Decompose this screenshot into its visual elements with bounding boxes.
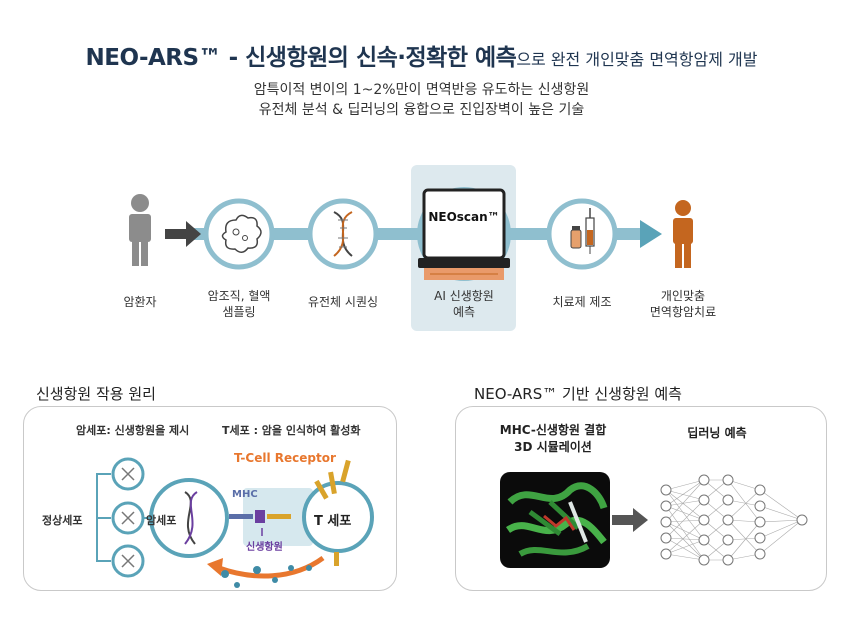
step-label-manufacturing: 치료제 제조	[552, 295, 612, 309]
t-cell-receptors	[314, 459, 351, 566]
simulation-label: MHC-신생항원 결합 3D 시뮬레이션	[499, 423, 607, 454]
step-label-ai: AI 신생항원 예측	[434, 289, 494, 319]
protein-structure-image	[500, 472, 610, 568]
mhc-label: MHC	[232, 489, 258, 500]
tissue-icon	[203, 198, 275, 270]
nn-nodes	[660, 474, 808, 566]
page-title: NEO-ARS™ - 신생항원의 신속·정확한 예측으로 완전 개인맞춤 면역항…	[0, 38, 843, 72]
neoscan-screen-text: NEOscan™	[428, 210, 500, 224]
step-label-sequencing: 유전체 시퀀싱	[307, 295, 379, 309]
caption-tcell-activates: T세포 : 암을 인식하여 활성화	[222, 424, 361, 437]
subtitle-line-1: 암특이적 변이의 1~2%만이 면역반응 유도하는 신생항원	[253, 82, 590, 98]
subtitle: 암특이적 변이의 1~2%만이 면역반응 유도하는 신생항원 유전체 분석 & …	[0, 80, 843, 120]
receptor-label: T-Cell Receptor	[234, 451, 336, 465]
subtitle-line-2: 유전체 분석 & 딥러닝의 융합으로 진입장벽이 높은 기술	[258, 102, 585, 118]
caption-cancer-presents: 암세포: 신생항원을 제시	[76, 424, 190, 437]
patient-icon	[129, 194, 151, 266]
signal-dots	[221, 565, 312, 588]
pipeline-arrow-head	[640, 220, 662, 248]
title-main: NEO-ARS™ - 신생항원의 신속·정확한 예측	[85, 45, 517, 71]
neural-network-diagram	[660, 474, 808, 566]
normal-cell-label: 정상세포	[42, 514, 83, 527]
feedback-arrow	[218, 555, 325, 579]
pipeline-diagram	[129, 187, 693, 281]
cancer-cell-label: 암세포	[146, 514, 177, 527]
step-label-personalized: 개인맞춤 면역항암치료	[649, 289, 717, 319]
mhc-complex	[229, 510, 291, 536]
start-arrow-head	[186, 221, 201, 247]
t-cell	[302, 481, 374, 553]
process-arrow	[612, 508, 648, 532]
step-label-sampling: 암조직, 혈액 샘플링	[207, 289, 271, 319]
start-arrow-body	[165, 229, 187, 239]
computer-icon	[417, 187, 511, 281]
cancer-cell	[149, 478, 229, 558]
left-section-title: 신생항원 작용 원리	[36, 385, 156, 403]
vial-syringe-icon	[546, 198, 618, 270]
t-cell-label: T 세포	[314, 514, 352, 529]
neoantigen-label: 신생항원	[246, 542, 283, 553]
feedback-arrow-head	[207, 558, 223, 576]
pipeline-bar	[190, 228, 640, 240]
treated-patient-icon	[673, 200, 693, 268]
step-label-patient: 암환자	[123, 295, 157, 309]
dna-icon	[307, 198, 379, 270]
title-suffix: 으로 완전 개인맞춤 면역항암제 개발	[516, 50, 758, 69]
right-section-title: NEO-ARS™ 기반 신생항원 예측	[474, 385, 682, 403]
nn-connections	[665, 479, 803, 561]
normal-cells	[96, 457, 153, 578]
mechanism-diagram	[96, 457, 374, 588]
deep-learning-label: 딥러닝 예측	[687, 426, 747, 440]
